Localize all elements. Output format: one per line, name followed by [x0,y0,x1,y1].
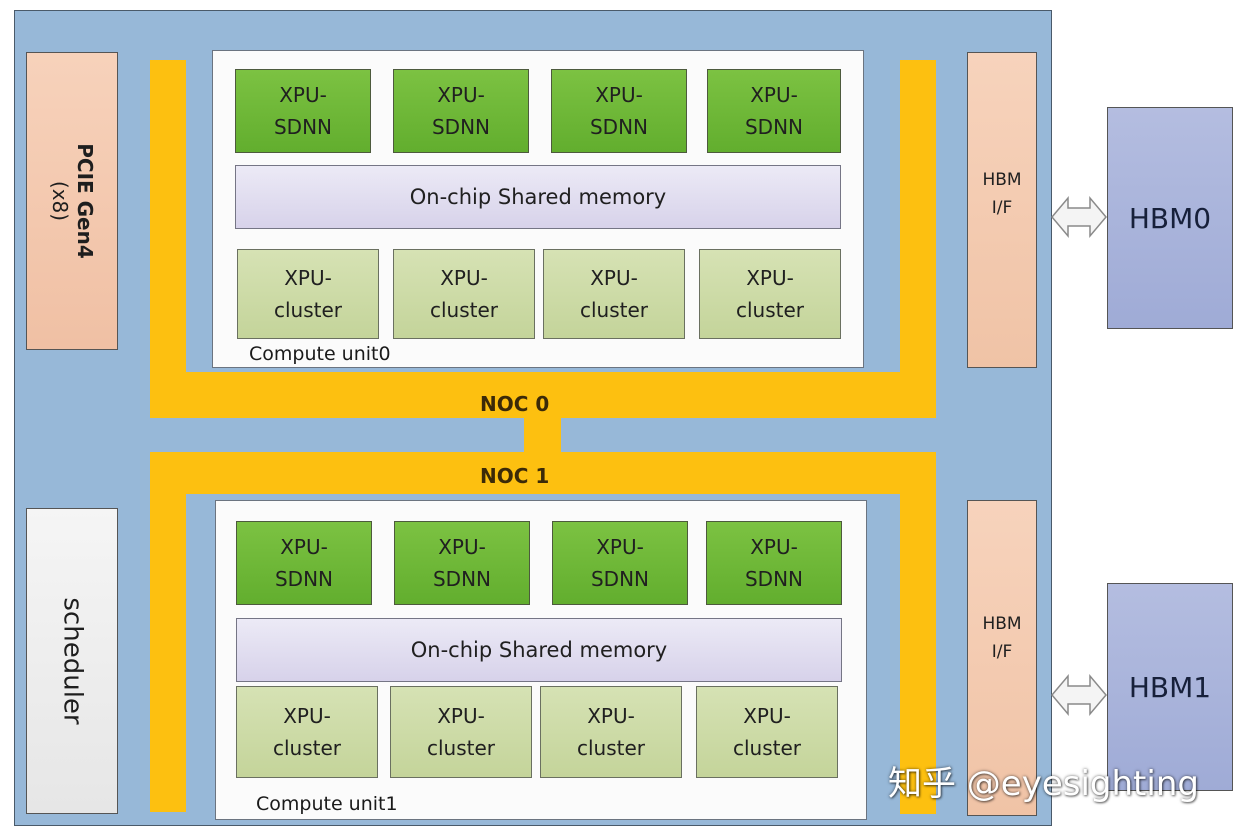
pcie-label-line2: (x8) [48,180,72,222]
noc0-label: NOC 0 [480,392,550,416]
xpu-sdnn-block: XPU- SDNN [394,521,530,605]
cluster-line1: XPU- [587,704,635,728]
sdnn-line2: SDNN [589,115,649,139]
on-chip-shared-memory: On-chip Shared memory [236,618,842,682]
compute-unit-label: Compute unit1 [256,793,398,815]
sdnn-line1: XPU- [438,535,486,559]
noc0-left-bar [150,60,186,418]
xpu-sdnn-block: XPU- SDNN [706,521,842,605]
xpu-sdnn-block: XPU- SDNN [236,521,372,605]
scheduler-label: scheduler [57,597,88,725]
xpu-cluster-block: XPU-cluster [543,249,685,339]
sdnn-line2: SDNN [432,567,492,591]
sdnn-line1: XPU- [437,83,485,107]
cluster-line1: XPU- [743,704,791,728]
hbm-if-line2: I/F [991,198,1013,218]
hbm1-block: HBM1 [1107,583,1233,791]
sdnn-line1: XPU- [280,535,328,559]
cluster-line2: cluster [732,736,802,760]
cluster-line1: XPU- [590,266,638,290]
cluster-line2: cluster [273,298,343,322]
hbm0-block: HBM0 [1107,107,1233,329]
noc1-top-bar [150,452,936,494]
hbm-if-line1: HBM [982,614,1022,634]
sdnn-line2: SDNN [744,115,804,139]
noc1-left-bar [150,452,186,812]
noc0-right-bar [900,60,936,418]
sdnn-line2: SDNN [274,567,334,591]
double-headed-arrow-icon [1051,673,1107,717]
xpu-cluster-block: XPU-cluster [237,249,379,339]
noc-bridge [524,416,561,454]
xpu-cluster-block: XPU-cluster [390,686,532,778]
cluster-line2: cluster [576,736,646,760]
pcie-label: PCIE Gen4 (x8) [47,143,97,259]
sdnn-line2: SDNN [431,115,491,139]
sdnn-line1: XPU- [279,83,327,107]
cluster-line2: cluster [426,736,496,760]
xpu-cluster-block: XPU-cluster [699,249,841,339]
noc0-bottom-bar [150,372,936,418]
xpu-sdnn-block: XPU- SDNN [552,521,688,605]
compute-unit-1: XPU- SDNN XPU- SDNN XPU- SDNN XPU- SDNN On-c… [215,500,867,820]
hbm-interface-0: HBM I/F [967,52,1037,368]
noc1-label: NOC 1 [480,464,550,488]
sdnn-line2: SDNN [590,567,650,591]
sdnn-line1: XPU- [750,535,798,559]
cluster-line2: cluster [735,298,805,322]
sdnn-line2: SDNN [273,115,333,139]
hbm-interface-1: HBM I/F [967,500,1037,816]
cluster-line1: XPU- [283,704,331,728]
xpu-sdnn-block: XPU- SDNN [551,69,687,153]
xpu-sdnn-block: XPU- SDNN [235,69,371,153]
hbm-if-line2: I/F [991,642,1013,662]
scheduler-block: scheduler [26,508,118,814]
on-chip-shared-memory: On-chip Shared memory [235,165,841,229]
xpu-cluster-block: XPU-cluster [236,686,378,778]
xpu-cluster-block: XPU-cluster [540,686,682,778]
xpu-cluster-block: XPU-cluster [393,249,535,339]
sdnn-line2: SDNN [744,567,804,591]
xpu-sdnn-block: XPU- SDNN [393,69,529,153]
sdnn-line1: XPU- [595,83,643,107]
cluster-line2: cluster [272,736,342,760]
pcie-block: PCIE Gen4 (x8) [26,52,118,350]
watermark: 知乎 @eyesighting [888,764,1199,804]
xpu-cluster-block: XPU-cluster [696,686,838,778]
double-headed-arrow-icon [1051,195,1107,239]
cluster-line2: cluster [429,298,499,322]
cluster-line1: XPU- [746,266,794,290]
hbm-if-line1: HBM [982,170,1022,190]
pcie-label-line1: PCIE Gen4 [73,143,97,259]
sdnn-line1: XPU- [596,535,644,559]
sdnn-line1: XPU- [750,83,798,107]
cluster-line2: cluster [579,298,649,322]
noc1-right-bar [900,452,936,814]
xpu-sdnn-block: XPU- SDNN [707,69,841,153]
cluster-line1: XPU- [440,266,488,290]
compute-unit-label: Compute unit0 [249,343,391,365]
compute-unit-0: XPU- SDNN XPU- SDNN XPU- SDNN XPU- SDNN On-c… [212,50,864,368]
cluster-line1: XPU- [437,704,485,728]
cluster-line1: XPU- [284,266,332,290]
